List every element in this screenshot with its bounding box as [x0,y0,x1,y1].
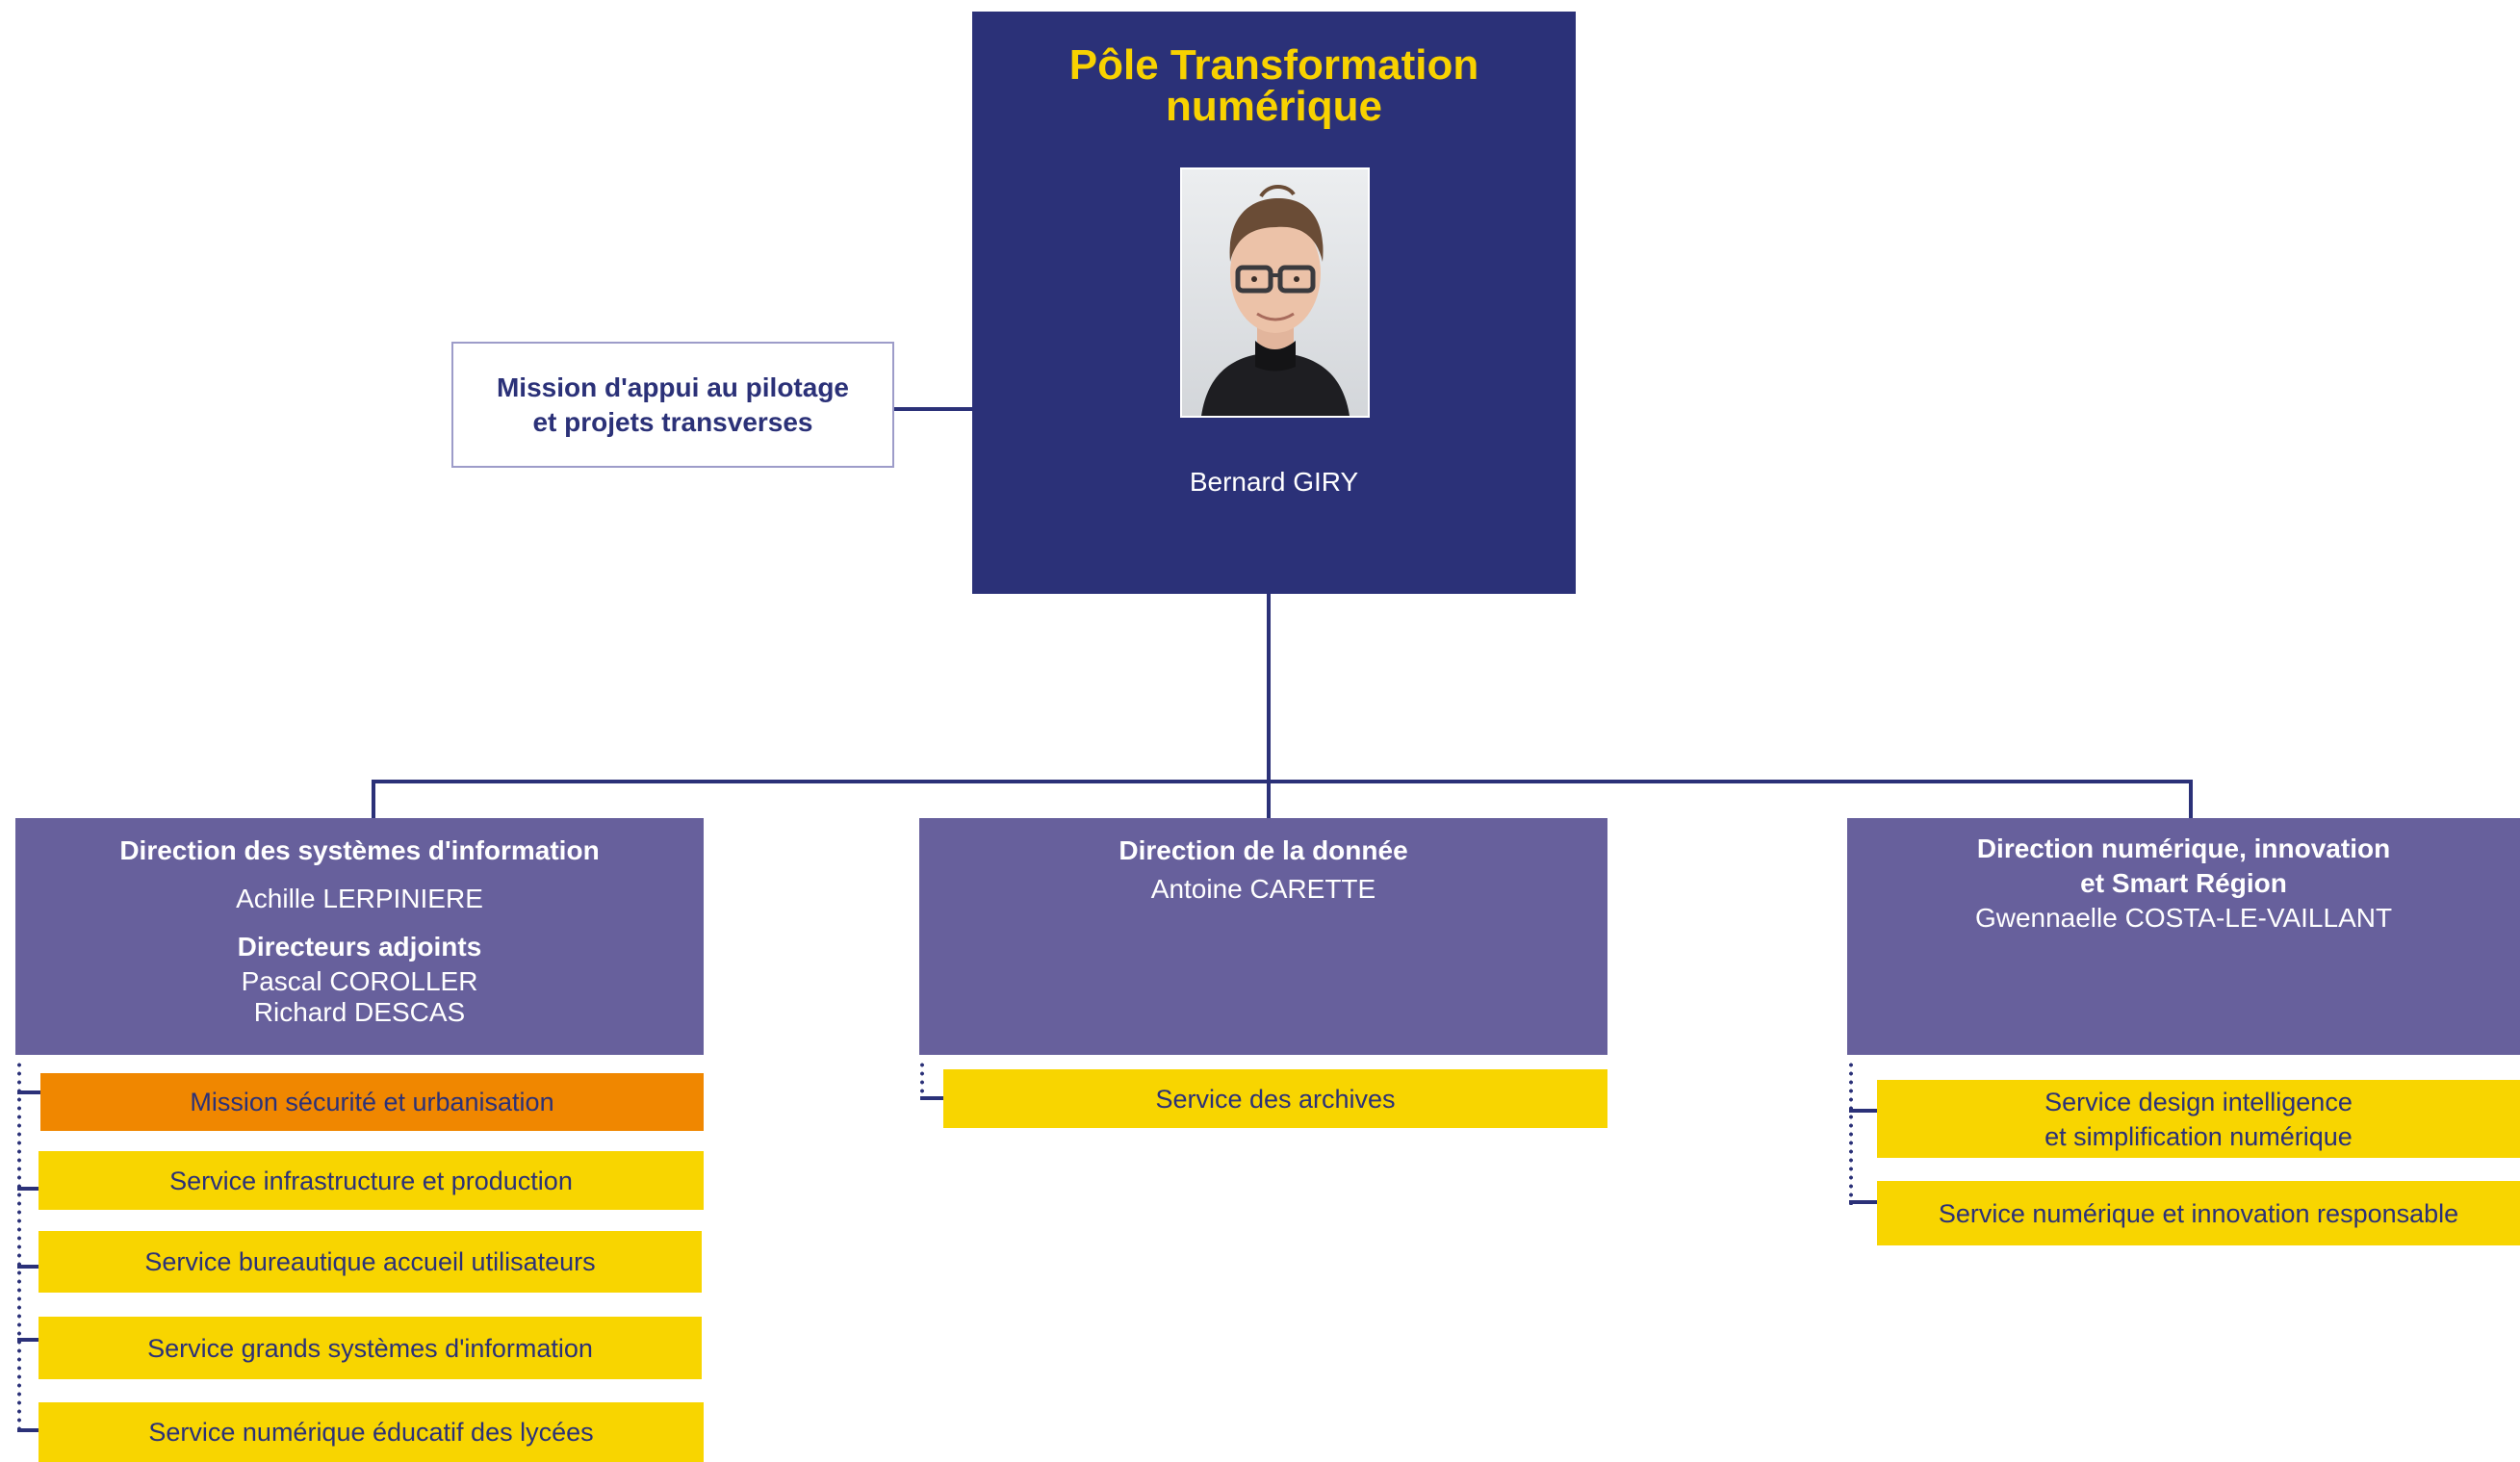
connector-horizontal [372,780,2193,783]
numerique-tick-2 [1849,1200,1878,1204]
pole-box: Pôle Transformation numérique [972,12,1576,594]
head-photo [1180,167,1370,418]
service-bureautique-label: Service bureautique accueil utilisateurs [144,1247,596,1276]
connector-donnee [1267,780,1271,818]
service-archives: Service des archives [943,1069,1607,1128]
mission-appui-line2: et projets transverses [532,406,813,437]
direction-dsi-deputies-label: Directeurs adjoints [237,932,482,962]
service-design-line1: Service design intelligence [2044,1087,2353,1116]
dsi-services-dotted-line [17,1061,21,1431]
dsi-tick-5 [17,1428,40,1432]
service-mission-securite-label: Mission sécurité et urbanisation [190,1088,554,1116]
direction-numerique-title-line1: Direction numérique, innovation [1976,834,2391,863]
service-grands-systemes-label: Service grands systèmes d'information [147,1333,593,1363]
pole-head-name: Bernard GIRY [1189,467,1359,497]
pole-title-line2: numérique [1166,83,1382,130]
service-archives-label: Service des archives [1155,1084,1396,1114]
service-infrastructure-label: Service infrastructure et production [169,1166,573,1195]
portrait-icon [1182,169,1368,416]
mission-appui-line1: Mission d'appui au pilotage [496,372,849,402]
service-infrastructure: Service infrastructure et production [39,1151,704,1210]
direction-donnee-title: Direction de la donnée [1119,835,1408,865]
service-mission-securite: Mission sécurité et urbanisation [40,1073,704,1131]
service-numerique-educatif-label: Service numérique éducatif des lycées [148,1418,594,1447]
dsi-tick-1 [17,1090,40,1094]
direction-dsi-deputy1: Pascal COROLLER [241,966,478,996]
connector-pole-down [1267,593,1271,783]
dsi-tick-3 [17,1265,40,1269]
mission-appui-box: Mission d'appui au pilotage et projets t… [451,342,894,468]
service-numerique-innovation: Service numérique et innovation responsa… [1877,1181,2520,1245]
service-grands-systemes: Service grands systèmes d'information [39,1317,702,1379]
service-design-intelligence: Service design intelligence et simplific… [1877,1080,2520,1158]
service-numerique-innovation-label: Service numérique et innovation responsa… [1938,1198,2459,1228]
service-bureautique: Service bureautique accueil utilisateurs [39,1231,702,1293]
donnee-services-dotted-line [920,1061,924,1099]
direction-numerique-director: Gwennaelle COSTA-LE-VAILLANT [1974,903,2393,933]
connector-dsi [372,780,375,818]
dsi-tick-4 [17,1338,40,1342]
direction-donnee: Direction de la donnée Antoine CARETTE [919,818,1607,1055]
dsi-tick-2 [17,1187,40,1191]
direction-numerique-title-line2: et Smart Région [2080,868,2287,898]
direction-dsi-director: Achille LERPINIERE [236,884,483,913]
pole-title: Pôle Transformation numérique [972,33,1576,130]
direction-dsi-deputy2: Richard DESCAS [253,997,466,1027]
service-design-line2: et simplification numérique [2044,1121,2353,1151]
service-numerique-educatif: Service numérique éducatif des lycées [39,1402,704,1462]
pole-title-line1: Pôle Transformation [1068,41,1479,89]
connector-numerique [2189,780,2193,818]
direction-dsi: Direction des systèmes d'information Ach… [15,818,704,1055]
donnee-tick-1 [920,1096,943,1100]
connector-mission [893,407,973,411]
direction-dsi-title: Direction des systèmes d'information [119,835,600,865]
direction-donnee-director: Antoine CARETTE [1150,874,1376,904]
numerique-tick-1 [1849,1109,1878,1113]
numerique-services-dotted-line [1849,1061,1853,1205]
direction-numerique: Direction numérique, innovation et Smart… [1847,818,2520,1055]
